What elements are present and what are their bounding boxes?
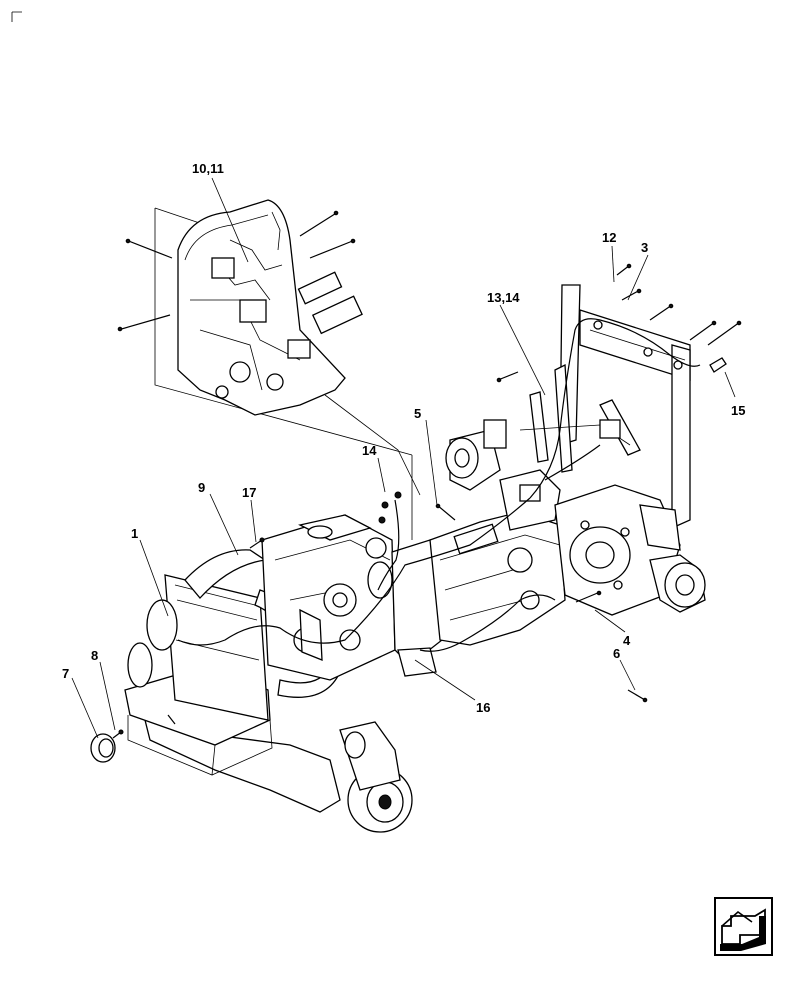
- callout-14: 14: [362, 443, 377, 458]
- leader-lines: [71, 245, 736, 739]
- callout-17: 17: [242, 485, 256, 500]
- callout-12: 12: [602, 230, 616, 245]
- callout-6: 6: [613, 646, 620, 661]
- next-page-button[interactable]: [714, 897, 773, 956]
- callout-4: 4: [623, 633, 631, 648]
- arrow-left-down-icon: [720, 908, 766, 951]
- tractor-chassis: [124, 284, 706, 833]
- callout-9: 9: [198, 480, 205, 495]
- dashboard-inset: [117, 177, 413, 456]
- callout-15: 15: [731, 403, 745, 418]
- callout-8: 8: [91, 648, 98, 663]
- callout-7: 7: [62, 666, 69, 681]
- callout-10-11: 10,11: [192, 161, 224, 176]
- inset-leader: [324, 394, 421, 496]
- crop-mark: [11, 11, 22, 22]
- callout-labels: 10,11 12 3 13,14 15 5 14 9 17 1 4 6 8 7 …: [62, 161, 745, 715]
- callout-3: 3: [641, 240, 648, 255]
- callout-1: 1: [131, 526, 138, 541]
- callout-16: 16: [476, 700, 490, 715]
- loose-parts: [90, 263, 742, 763]
- callout-13-14: 13,14: [487, 290, 520, 305]
- callout-5: 5: [414, 406, 421, 421]
